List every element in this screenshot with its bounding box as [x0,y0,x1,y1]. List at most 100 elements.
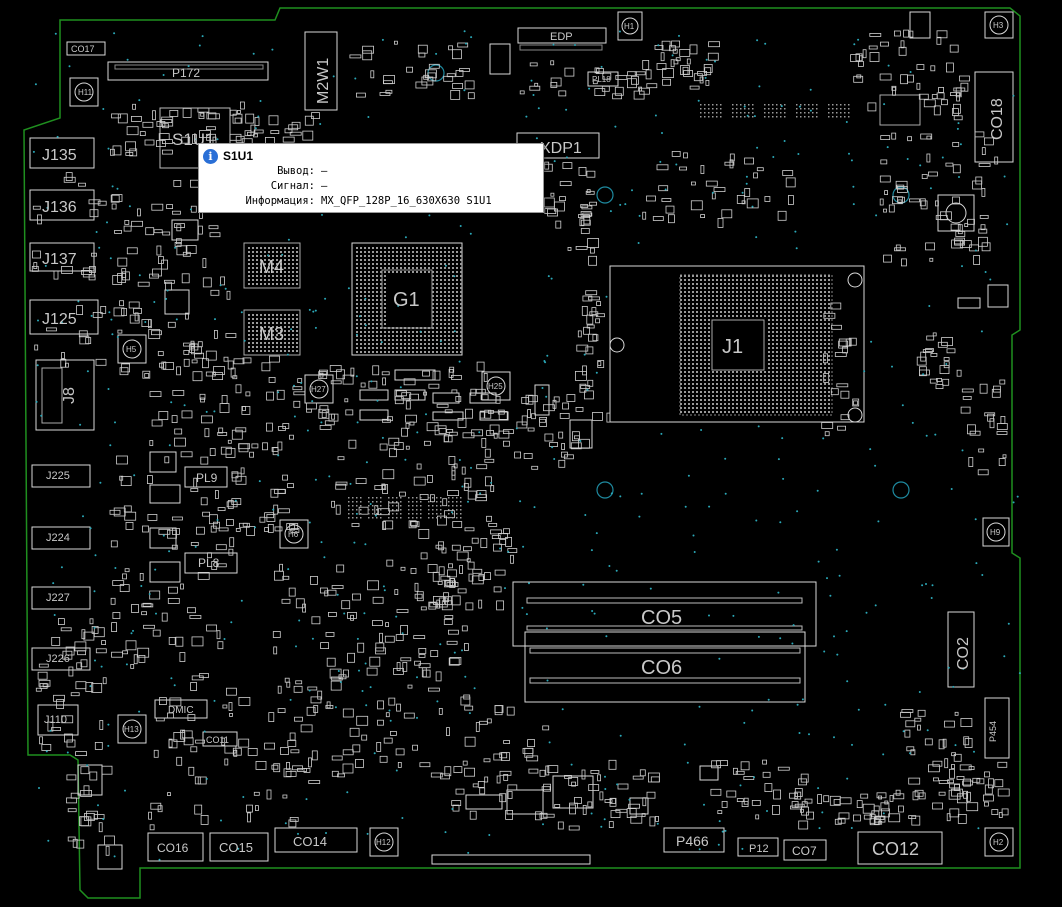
smd-component [110,148,115,156]
via [751,709,754,712]
bga-pad [448,315,450,317]
bga-pad [780,327,782,329]
smd-component [231,472,242,482]
smd-component [880,41,889,47]
smd-component [997,761,1008,768]
bga-pad [364,323,366,325]
via [94,659,96,662]
label-p172: P172 [172,66,200,80]
bga-pad [288,318,290,320]
via [36,364,39,367]
smd-component [167,598,180,604]
bga-pad [436,251,438,253]
via [325,832,327,834]
smd-component [785,177,796,188]
bga-pad [804,335,806,337]
smd-component [124,568,130,573]
bga-pad [416,501,418,503]
bga-pad [748,291,750,293]
smd-component [388,502,400,512]
bga-pad [772,104,774,106]
bga-pad [452,247,454,249]
smd-component [418,648,427,654]
bga-pad [700,387,702,389]
smd-component [306,408,312,413]
smd-component [962,780,973,786]
bga-pad [828,291,830,293]
bga-pad [404,343,406,345]
bga-pad [828,323,830,325]
smd-component [956,369,962,377]
bga-pad [432,295,434,297]
smd-component [762,771,771,778]
smd-component [464,477,472,488]
smd-component [97,200,107,206]
smd-component [834,352,847,357]
bga-pad [356,505,358,507]
bga-pad [408,335,410,337]
bga-pad [688,279,690,281]
bga-pad [804,279,806,281]
via [174,246,177,249]
smd-component [447,490,460,497]
smd-component [446,640,458,645]
bga-pad [752,311,754,313]
bga-pad [432,331,434,333]
bga-pad [452,303,454,305]
bga-pad [760,315,762,317]
smd-component [453,463,458,469]
bga-pad [276,259,278,261]
bga-pad [788,315,790,317]
bga-pad [812,363,814,365]
bga-pad [696,387,698,389]
bga-pad [292,255,294,257]
smd-component [962,395,972,400]
smd-component [879,198,884,206]
smd-component [161,361,167,370]
via [355,375,358,378]
bga-pad [376,279,378,281]
smd-component [302,130,314,141]
bga-pad [416,335,418,337]
via [363,612,366,615]
bga-pad [296,318,298,320]
bga-pad [776,112,778,114]
bga-pad [704,291,706,293]
bga-pad [356,271,358,273]
bga-pad [356,501,358,503]
bga-pad [812,359,814,361]
bga-pad [432,347,434,349]
smd-component [208,225,219,230]
smd-component [465,602,474,611]
via [453,330,456,333]
smd-component [41,744,52,751]
bga-pad [820,355,822,357]
bga-pad [828,383,830,385]
bga-pad [384,339,386,341]
bga-pad [272,346,274,348]
smd-component [125,151,134,156]
via [107,388,110,390]
via [89,527,92,530]
bga-pad [408,339,410,341]
bga-pad [704,387,706,389]
bga-pad [456,299,458,301]
bga-pad [780,387,782,389]
bga-pad [748,307,750,309]
bga-pad [248,247,250,249]
smd-component [889,795,894,802]
bga-pad [260,342,262,344]
via [107,723,110,726]
via [281,253,284,256]
smd-component [150,802,162,810]
bga-pad [764,116,766,118]
bga-pad [740,287,742,289]
bga-pad [684,399,686,401]
smd-component [744,188,751,197]
smd-component [37,671,48,680]
via [97,804,99,807]
bga-pad [756,287,758,289]
bga-pad [432,251,434,253]
smd-component [937,341,948,348]
